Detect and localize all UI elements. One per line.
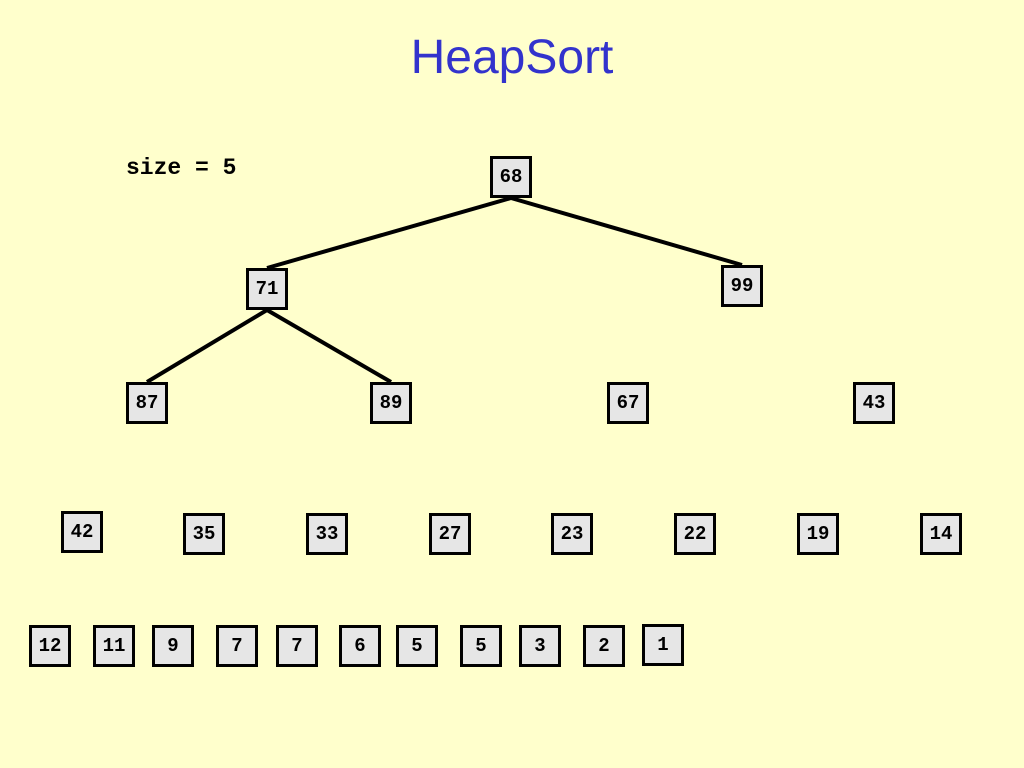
heap-node-root: 68 (490, 156, 532, 198)
heap-node-left-left: 87 (126, 382, 168, 424)
edge-68-99 (510, 196, 743, 267)
sorted-node: 14 (920, 513, 962, 555)
heap-size-label: size = 5 (126, 155, 237, 181)
edge-71-87 (145, 308, 269, 384)
sorted-node: 5 (396, 625, 438, 667)
sorted-node: 1 (642, 624, 684, 666)
sorted-node: 43 (853, 382, 895, 424)
sorted-node: 7 (276, 625, 318, 667)
sorted-node: 23 (551, 513, 593, 555)
sorted-node: 6 (339, 625, 381, 667)
sorted-node: 2 (583, 625, 625, 667)
heap-node-left-right: 89 (370, 382, 412, 424)
sorted-node: 27 (429, 513, 471, 555)
heap-node-left-child: 71 (246, 268, 288, 310)
sorted-node: 22 (674, 513, 716, 555)
sorted-node: 19 (797, 513, 839, 555)
sorted-node: 67 (607, 382, 649, 424)
sorted-node: 5 (460, 625, 502, 667)
edge-71-89 (265, 308, 393, 384)
sorted-node: 33 (306, 513, 348, 555)
sorted-node: 42 (61, 511, 103, 553)
sorted-node: 11 (93, 625, 135, 667)
sorted-node: 12 (29, 625, 71, 667)
sorted-node: 9 (152, 625, 194, 667)
sorted-node: 3 (519, 625, 561, 667)
heap-node-right-child: 99 (721, 265, 763, 307)
sorted-node: 7 (216, 625, 258, 667)
edge-68-71 (266, 196, 512, 270)
slide-title: HeapSort (410, 31, 614, 84)
sorted-node: 35 (183, 513, 225, 555)
